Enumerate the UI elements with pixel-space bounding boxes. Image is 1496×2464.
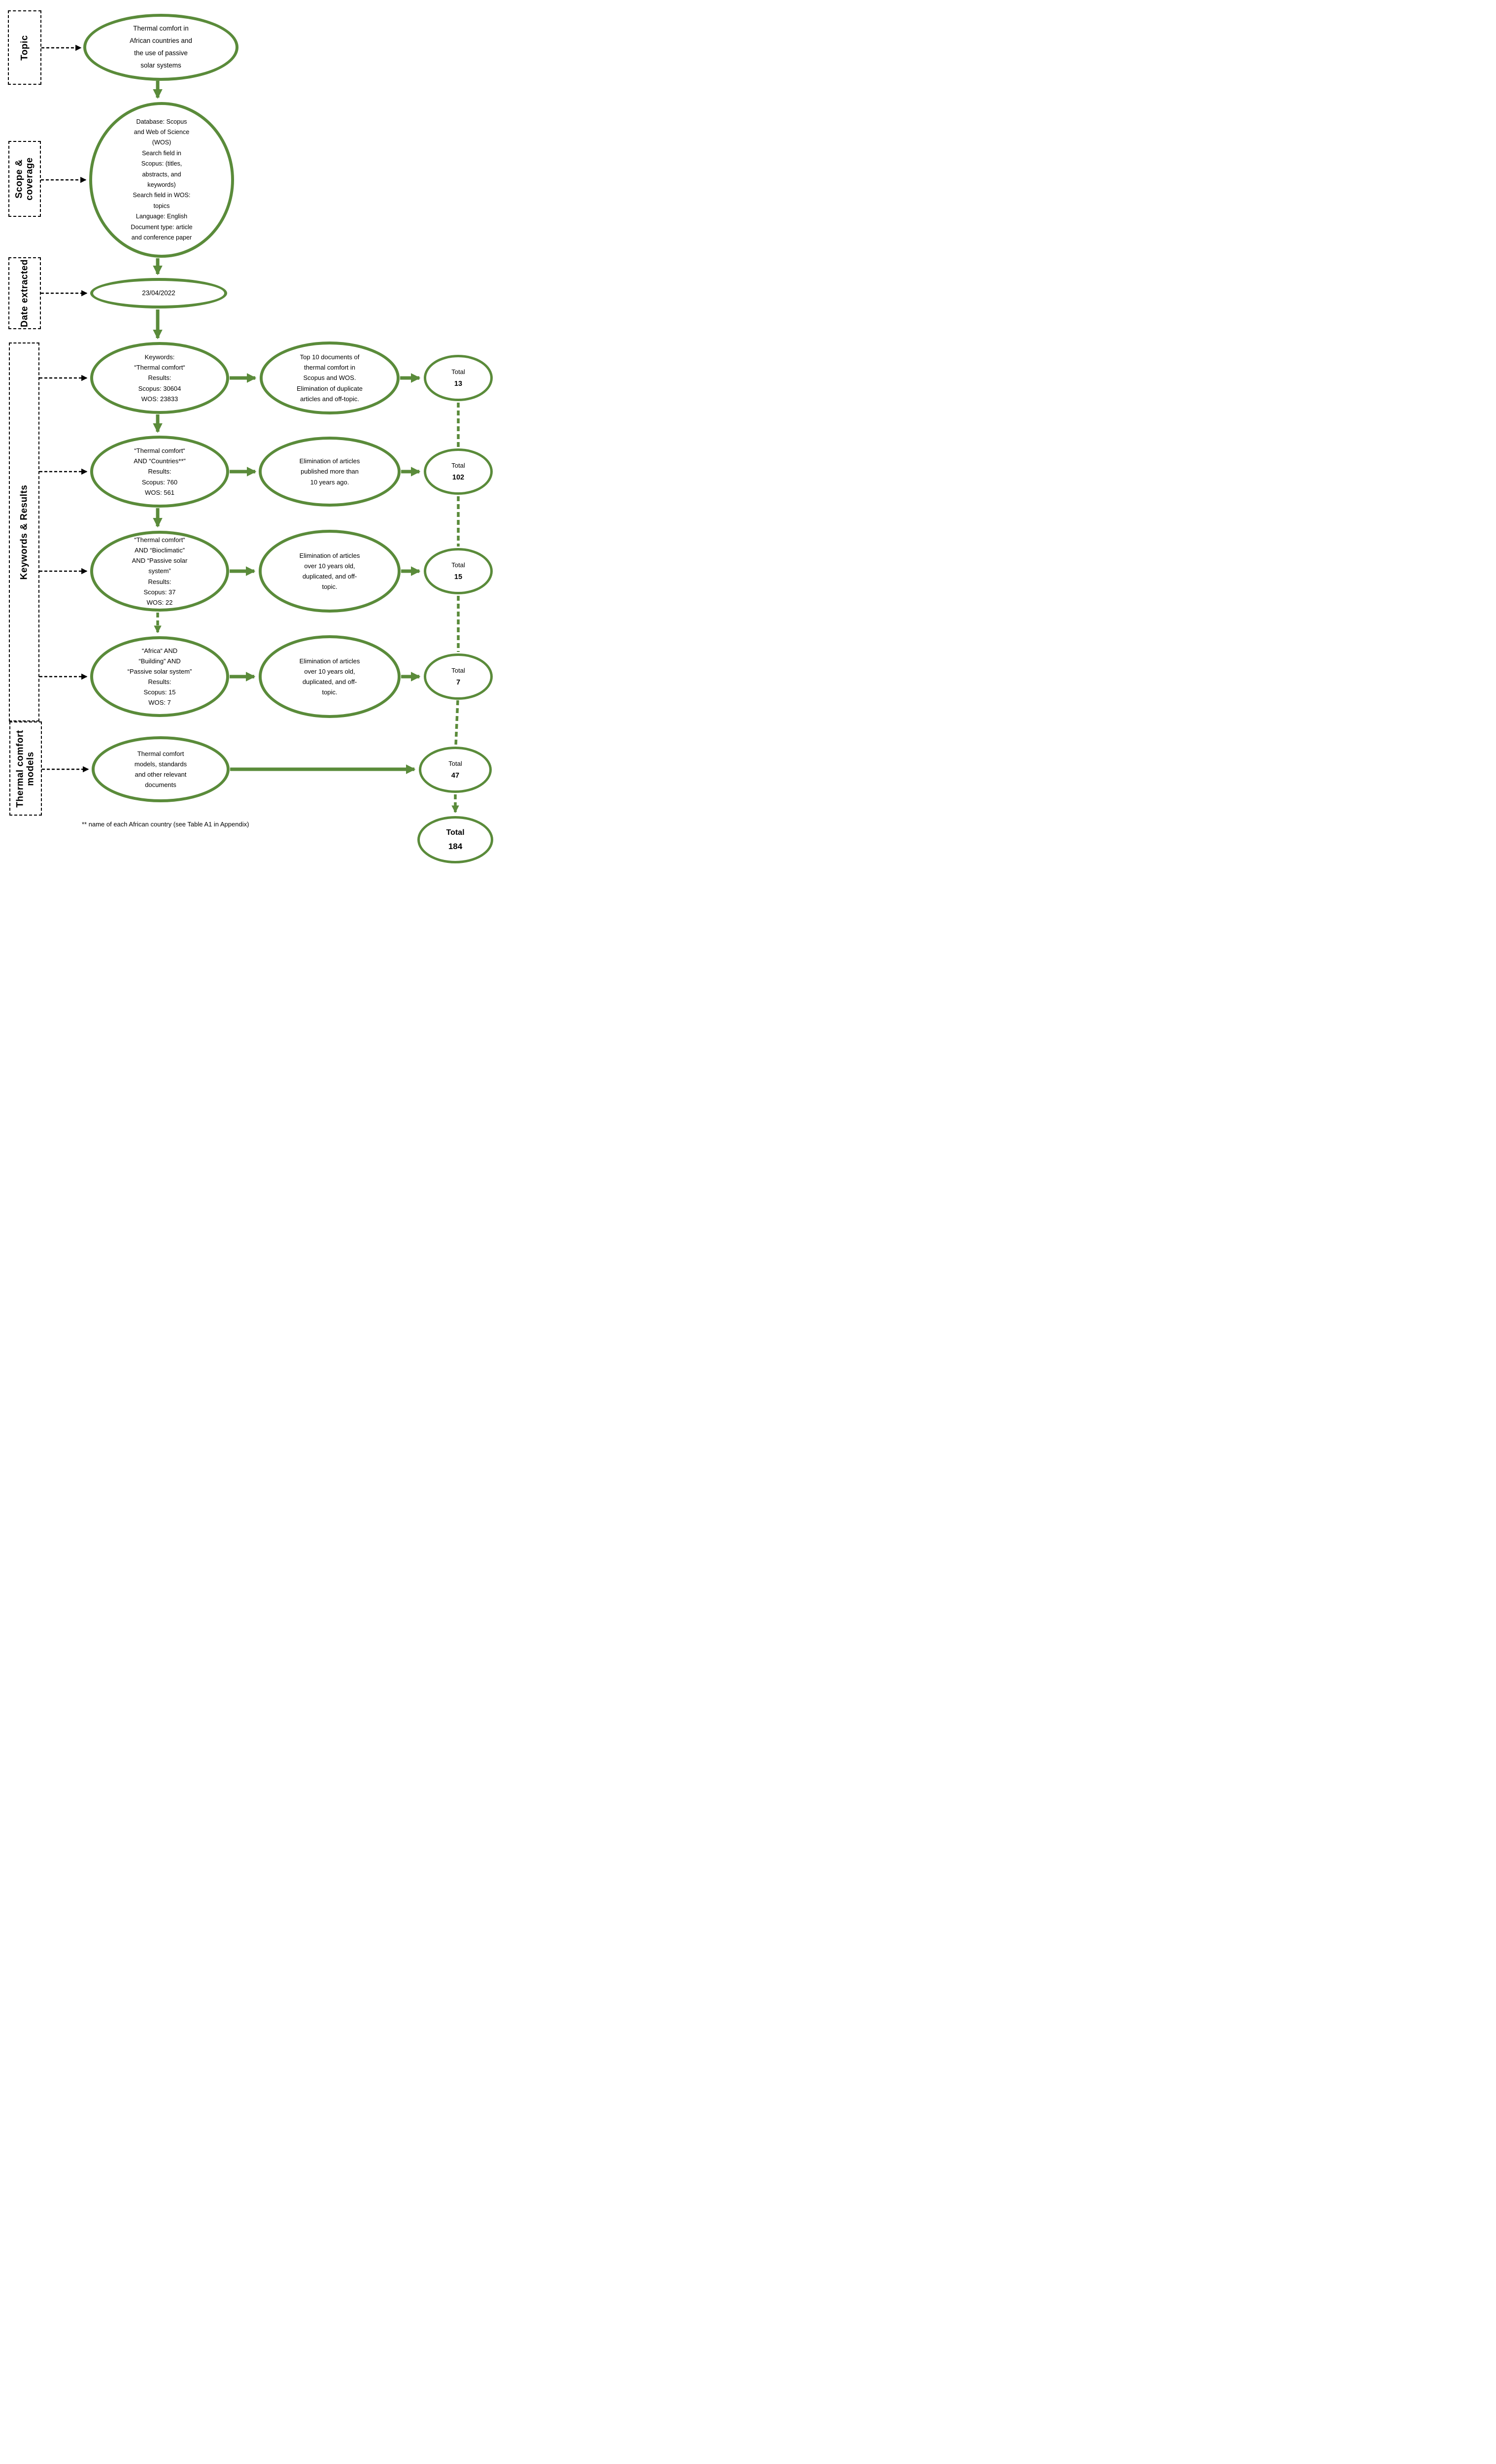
filter-row1-text: Top 10 documents of thermal comfort in S…	[297, 353, 363, 403]
topic-label-box: Topic	[8, 10, 41, 85]
flowchart-canvas: Topic Scope & coverage Date extracted Ke…	[0, 0, 499, 866]
models-label-box: Thermal comfort models	[9, 721, 42, 816]
total15-label: Total	[451, 561, 465, 569]
total184-value: 184	[448, 842, 463, 851]
scope-node-text: Database: Scopus and Web of Science (WOS…	[131, 118, 193, 241]
keywords-row3-text: “Thermal comfort“ AND “Bioclimatic” AND …	[132, 536, 188, 606]
keywords-row4-text: “Africa“ AND “Building” AND “Passive sol…	[127, 647, 192, 707]
filter-row2-node: Elimination of articles published more t…	[259, 437, 401, 507]
models-label: Thermal comfort models	[15, 729, 36, 808]
scope-label-box: Scope & coverage	[8, 141, 41, 217]
models-node-text: Thermal comfort models, standards and ot…	[134, 750, 187, 789]
total13-value: 13	[454, 379, 463, 388]
total47-node: Total 47	[419, 747, 492, 793]
date-label: Date extracted	[19, 259, 30, 327]
keywords-row4-node: “Africa“ AND “Building” AND “Passive sol…	[90, 636, 229, 717]
total102-label: Total	[451, 461, 465, 469]
filter-row1-node: Top 10 documents of thermal comfort in S…	[260, 342, 400, 414]
total7-node: Total 7	[424, 653, 493, 700]
filter-row3-text: Elimination of articles over 10 years ol…	[299, 551, 360, 591]
footnote: ** name of each African country (see Tab…	[82, 821, 249, 828]
keywords-row3-node: “Thermal comfort“ AND “Bioclimatic” AND …	[90, 531, 229, 612]
total184-node: Total 184	[417, 816, 493, 863]
total102-node: Total 102	[424, 448, 493, 495]
dashed-link-total7-total47	[454, 700, 459, 746]
models-node: Thermal comfort models, standards and ot…	[92, 736, 230, 802]
total102-value: 102	[452, 473, 465, 481]
total47-value: 47	[451, 771, 460, 780]
keywords-row1-text: Keywords: “Thermal comfort“ Results: Sco…	[134, 353, 185, 403]
scope-node: Database: Scopus and Web of Science (WOS…	[89, 102, 234, 258]
total47-label: Total	[448, 759, 462, 767]
filter-row2-text: Elimination of articles published more t…	[299, 457, 360, 486]
date-label-box: Date extracted	[8, 257, 41, 329]
connector-layer	[39, 44, 460, 813]
keywords-row1-node: Keywords: “Thermal comfort“ Results: Sco…	[90, 342, 229, 414]
topic-label: Topic	[19, 34, 30, 61]
date-node-text: 23/04/2022	[142, 289, 175, 297]
total15-node: Total 15	[424, 548, 493, 594]
topic-node: Thermal comfort in African countries and…	[83, 14, 238, 81]
total13-node: Total 13	[424, 355, 493, 401]
filter-row4-text: Elimination of articles over 10 years ol…	[299, 657, 360, 696]
total7-value: 7	[456, 678, 461, 686]
total184-label: Total	[446, 828, 465, 837]
total13-label: Total	[451, 368, 465, 376]
keywords-label-box: Keywords & Results	[9, 342, 39, 721]
filter-row3-node: Elimination of articles over 10 years ol…	[259, 530, 401, 613]
keywords-row2-text: “Thermal comfort“ AND “Countries**” Resu…	[134, 447, 186, 496]
filter-row4-node: Elimination of articles over 10 years ol…	[259, 635, 401, 718]
topic-node-text: Thermal comfort in African countries and…	[130, 25, 192, 69]
keywords-label: Keywords & Results	[19, 484, 30, 580]
scope-label: Scope & coverage	[14, 157, 35, 201]
total15-value: 15	[454, 573, 463, 581]
total7-label: Total	[451, 666, 465, 674]
date-node: 23/04/2022	[90, 278, 227, 308]
keywords-row2-node: “Thermal comfort“ AND “Countries**” Resu…	[90, 436, 229, 508]
